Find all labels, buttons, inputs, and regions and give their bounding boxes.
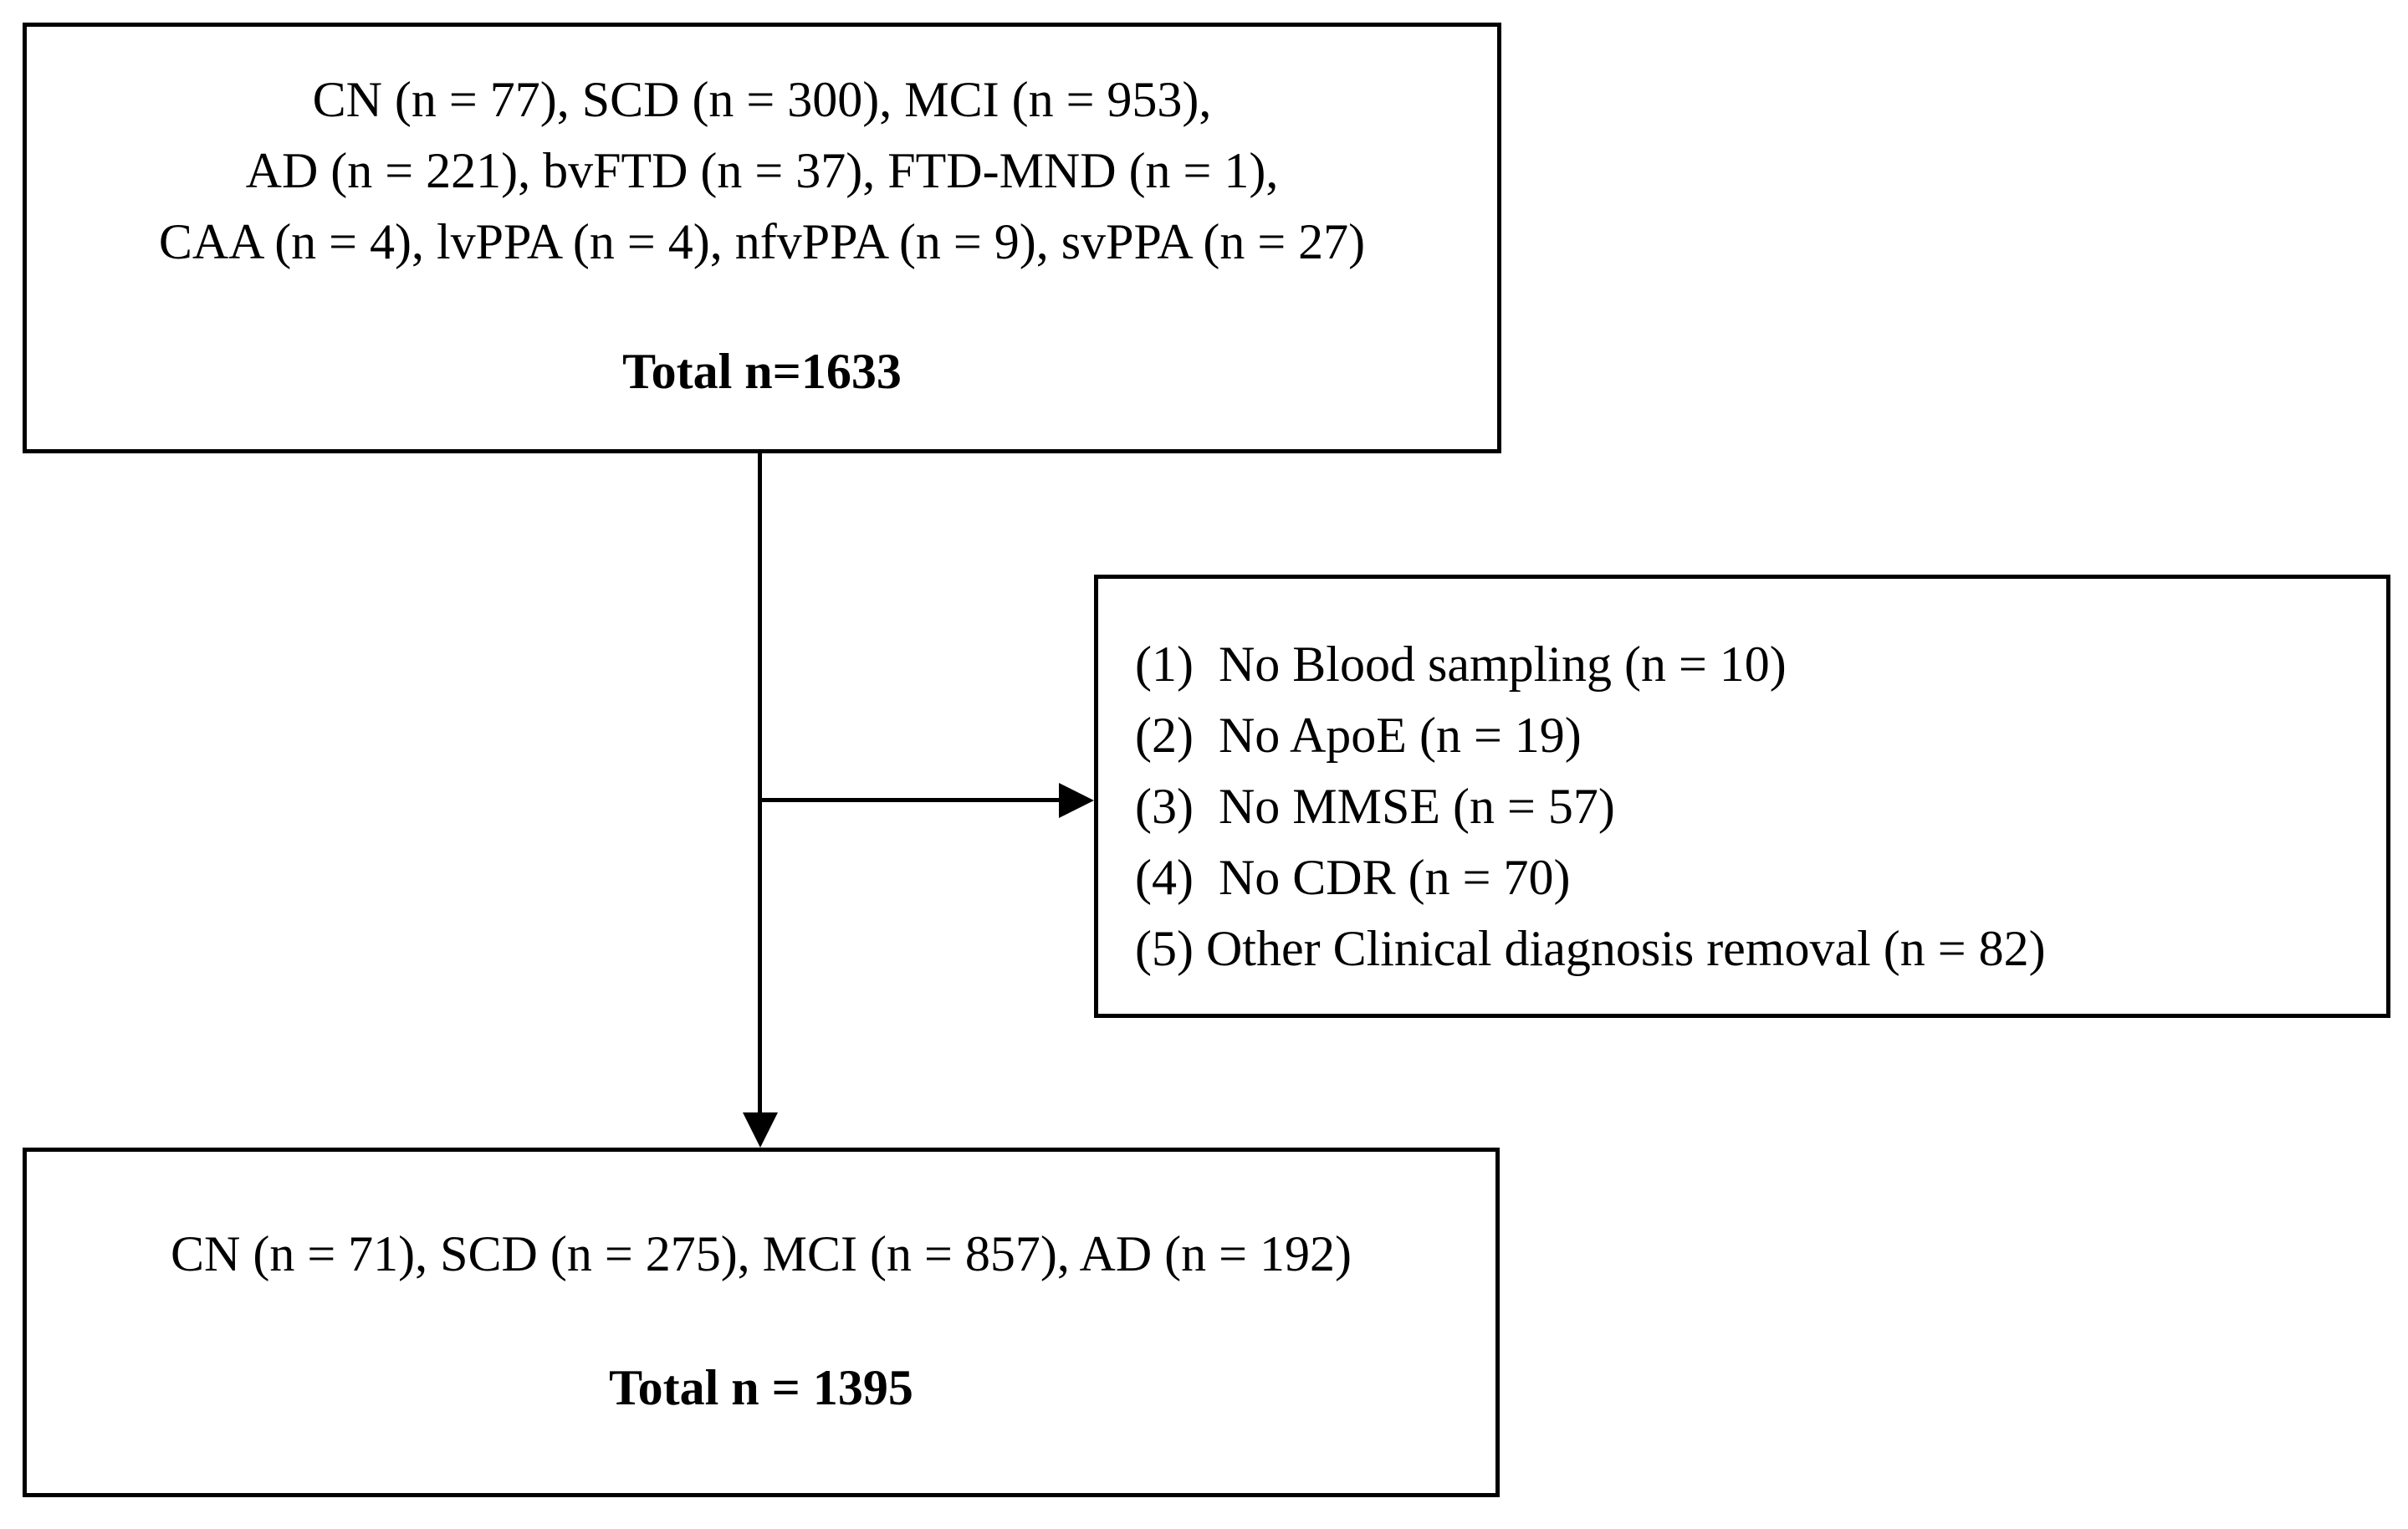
initial-cohort-line-1: CN (n = 77), SCD (n = 300), MCI (n = 953… bbox=[312, 72, 1212, 127]
final-cohort-total: Total n = 1395 bbox=[609, 1360, 913, 1415]
right-arrowhead-icon bbox=[1059, 783, 1094, 818]
initial-cohort-line-2: AD (n = 221), bvFTD (n = 37), FTD-MND (n… bbox=[245, 143, 1279, 198]
initial-cohort-total: Total n=1633 bbox=[622, 344, 902, 399]
initial-cohort-box: CN (n = 77), SCD (n = 300), MCI (n = 953… bbox=[23, 23, 1501, 453]
exclusion-criteria-box: (1) No Blood sampling (n = 10) (2) No Ap… bbox=[1094, 575, 2390, 1018]
initial-cohort-line-3: CAA (n = 4), lvPPA (n = 4), nfvPPA (n = … bbox=[158, 214, 1366, 269]
exclusion-item-1: (1) No Blood sampling (n = 10) bbox=[1135, 637, 1787, 692]
connector-horizontal-line bbox=[759, 798, 1062, 802]
exclusion-item-3: (3) No MMSE (n = 57) bbox=[1135, 779, 1615, 834]
exclusion-item-2: (2) No ApoE (n = 19) bbox=[1135, 708, 1582, 763]
final-cohort-box: CN (n = 71), SCD (n = 275), MCI (n = 857… bbox=[23, 1148, 1500, 1497]
final-cohort-line-1: CN (n = 71), SCD (n = 275), MCI (n = 857… bbox=[171, 1226, 1352, 1281]
down-arrowhead-icon bbox=[743, 1112, 778, 1148]
exclusion-item-4: (4) No CDR (n = 70) bbox=[1135, 850, 1571, 905]
connector-vertical-line bbox=[758, 453, 762, 1116]
exclusion-item-5: (5) Other Clinical diagnosis removal (n … bbox=[1135, 921, 2046, 976]
